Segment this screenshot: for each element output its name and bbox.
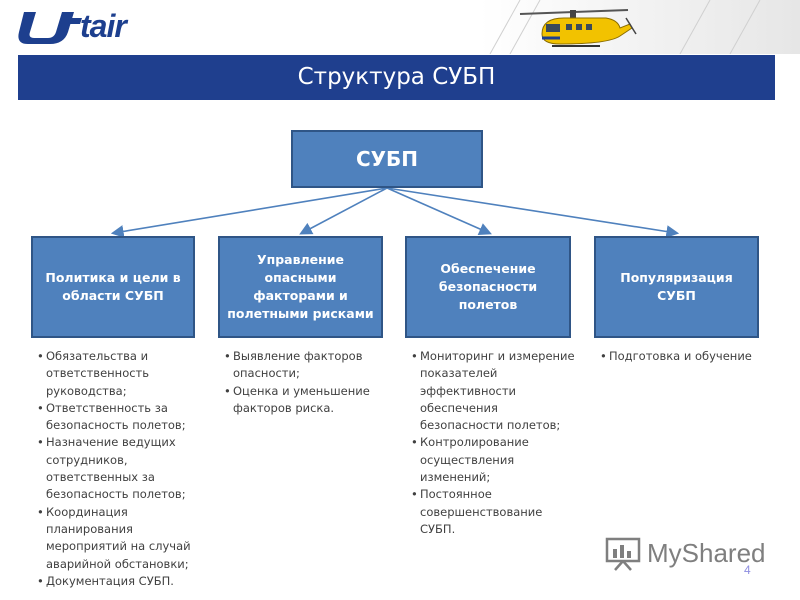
utair-logo-mark-icon bbox=[18, 12, 82, 44]
list-item: Постоянное совершенствование СУБП. bbox=[411, 486, 576, 538]
list-item: Назначение ведущих сотрудников, ответств… bbox=[37, 434, 197, 503]
connector-4 bbox=[386, 187, 680, 238]
connector-1 bbox=[110, 187, 388, 238]
node-safety-assurance: Обеспечение безопасности полетов bbox=[405, 236, 571, 338]
connector-2 bbox=[299, 187, 388, 235]
watermark-text: MyShared bbox=[647, 538, 766, 568]
utair-logo: tair bbox=[18, 6, 148, 46]
safety-assurance-items: Мониторинг и измерение показателей эффек… bbox=[411, 348, 576, 538]
node-policy: Политика и цели в области СУБП bbox=[31, 236, 195, 338]
list-item: Контролирование осуществления изменений; bbox=[411, 434, 576, 486]
list-item: Обязательства и ответственность руководс… bbox=[37, 348, 197, 400]
node-risk-management: Управление опасными факторами и полетным… bbox=[218, 236, 383, 338]
list-item: Оценка и уменьшение факторов риска. bbox=[224, 383, 384, 418]
root-node: СУБП bbox=[291, 130, 483, 188]
connector-3 bbox=[386, 187, 492, 235]
list-item: Ответственность за безопасность полетов; bbox=[37, 400, 197, 435]
title-bar: Структура СУБП bbox=[18, 55, 775, 100]
node-promotion: Популяризация СУБП bbox=[594, 236, 759, 338]
logo-wordmark: tair bbox=[80, 8, 127, 44]
page-number: 4 bbox=[744, 563, 751, 577]
policy-items: Обязательства и ответственность руководс… bbox=[37, 348, 197, 590]
helicopter-icon bbox=[519, 9, 637, 47]
list-item: Документация СУБП. bbox=[37, 573, 197, 591]
list-item: Координация планирования мероприятий на … bbox=[37, 504, 197, 573]
risk-management-items: Выявление факторов опасности; Оценка и у… bbox=[224, 348, 384, 417]
list-item: Мониторинг и измерение показателей эффек… bbox=[411, 348, 576, 434]
list-item: Выявление факторов опасности; bbox=[224, 348, 384, 383]
list-item: Подготовка и обучение bbox=[600, 348, 760, 366]
promotion-items: Подготовка и обучение bbox=[600, 348, 760, 366]
page-title: Структура СУБП bbox=[297, 64, 496, 90]
helicopter-banner bbox=[480, 0, 800, 54]
presentation-board-icon bbox=[605, 537, 641, 571]
